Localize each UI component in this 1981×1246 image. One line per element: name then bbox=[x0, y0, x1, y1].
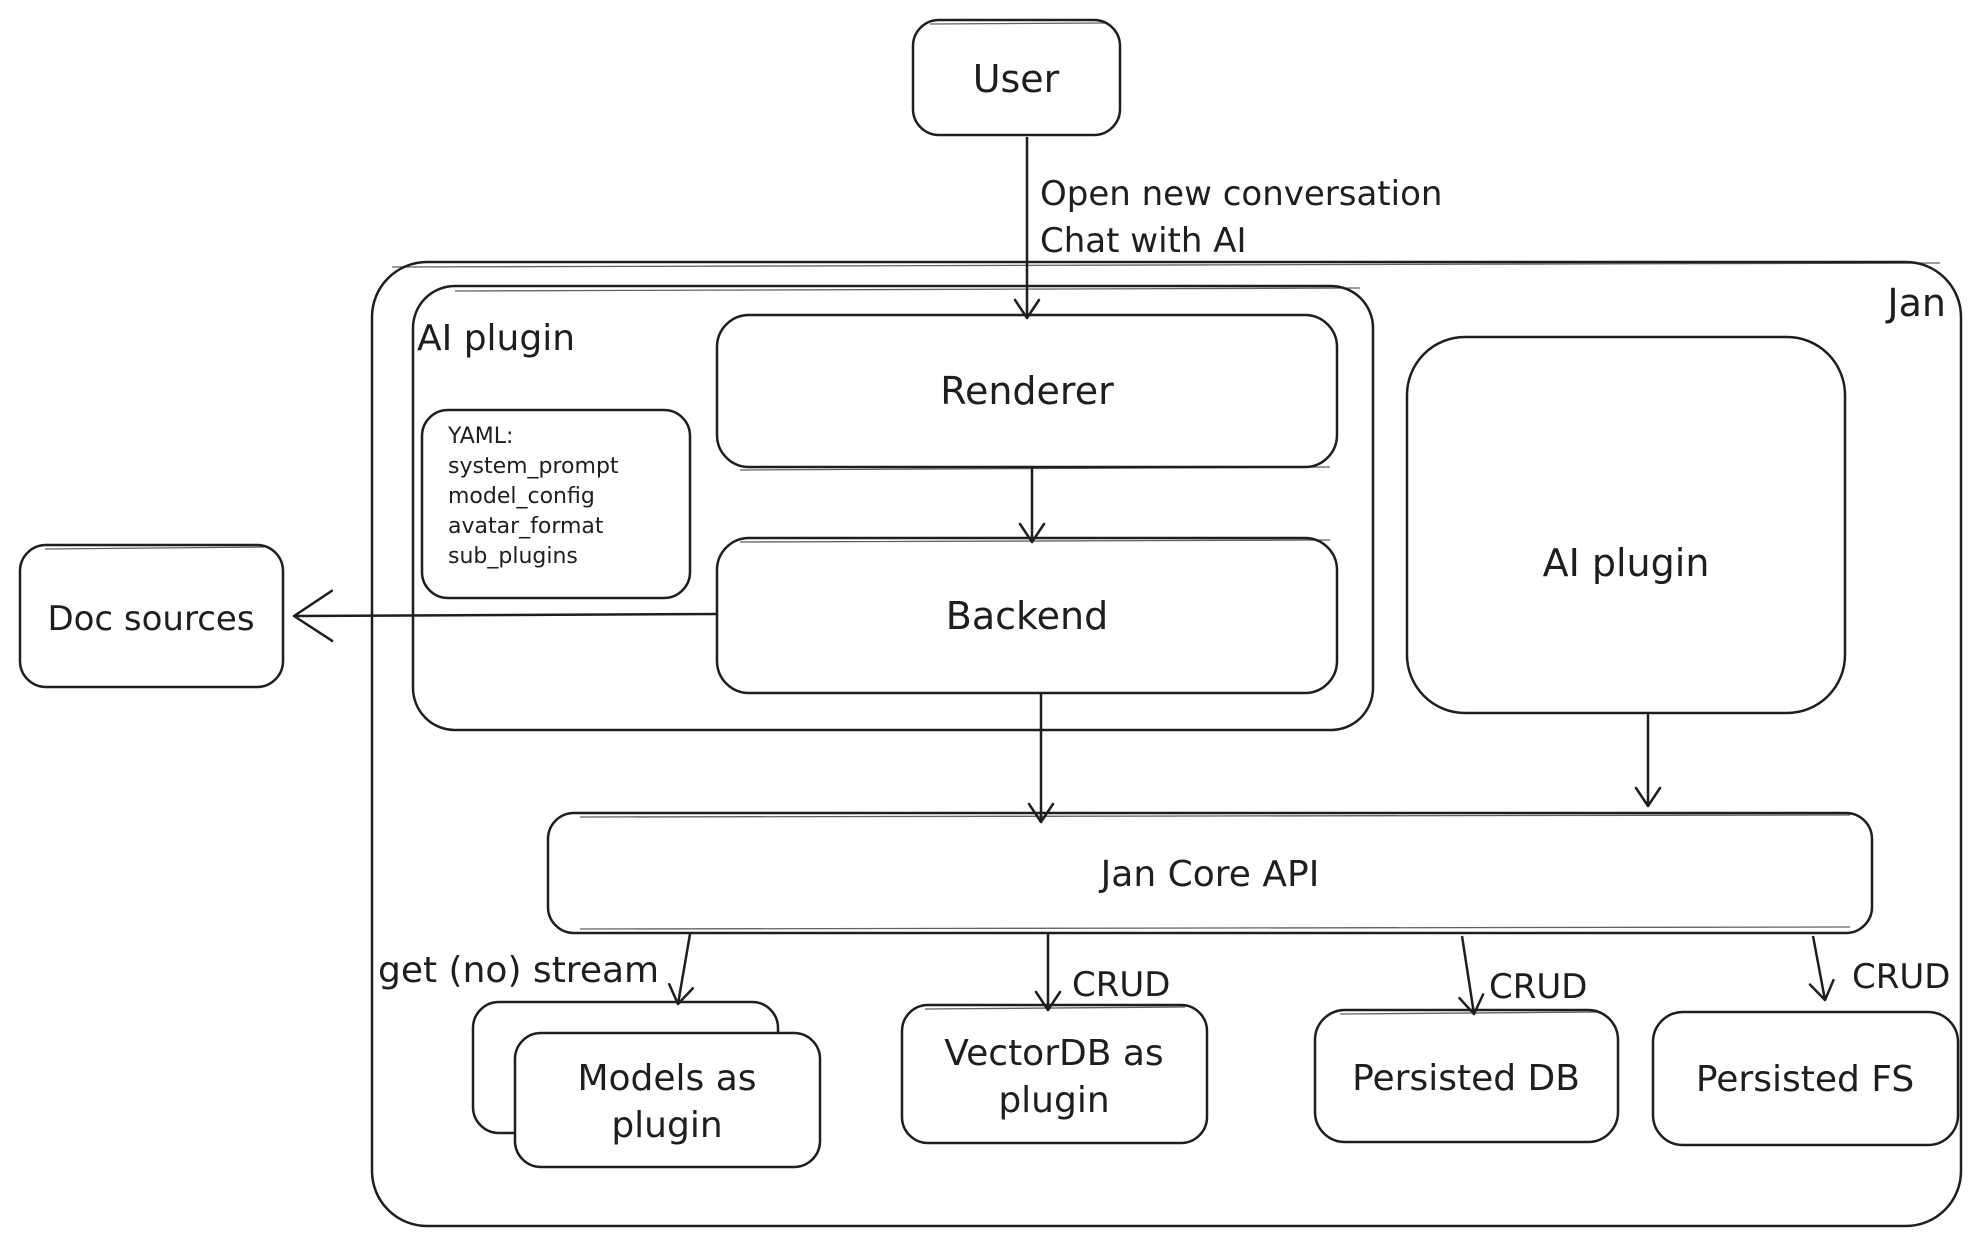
edge-core-models bbox=[667, 933, 695, 1006]
vectordb-plugin-label-line2: plugin bbox=[998, 1080, 1109, 1121]
vectordb-plugin-node bbox=[900, 1003, 1209, 1145]
jan-core-api-node bbox=[546, 811, 1874, 935]
models-plugin-node bbox=[513, 1031, 822, 1169]
sketch-echo bbox=[454, 287, 1361, 292]
vectordb-plugin-label-line1: VectorDB as bbox=[944, 1033, 1163, 1074]
yaml-note bbox=[420, 408, 692, 600]
edge-core-persisted-db bbox=[1458, 935, 1485, 1016]
jan-label: Jan bbox=[1885, 281, 1946, 325]
sketch-echo bbox=[44, 546, 266, 550]
user-label: User bbox=[973, 57, 1060, 101]
jan-core-api-label: Jan Core API bbox=[1099, 854, 1320, 895]
edge-core-persisted-fs-label: CRUD bbox=[1852, 957, 1950, 997]
sketch-echo bbox=[739, 466, 1331, 471]
sketch-echo bbox=[391, 262, 1941, 268]
yaml-note-line: avatar_format bbox=[448, 514, 604, 539]
models-plugin-label-line1: Models as bbox=[577, 1058, 756, 1099]
edge-user-renderer-label-line1: Open new conversation bbox=[1040, 174, 1442, 214]
yaml-note-line: YAML: bbox=[447, 424, 513, 449]
doc-sources-label: Doc sources bbox=[47, 599, 254, 639]
edge-backend-docsources bbox=[292, 589, 718, 643]
sketch-echo bbox=[579, 814, 1851, 818]
doc-sources-node bbox=[18, 543, 285, 689]
yaml-note-line: sub_plugins bbox=[448, 544, 578, 569]
yaml-note-line: model_config bbox=[448, 484, 595, 509]
ai-plugin-node bbox=[1405, 335, 1847, 715]
backend-label: Backend bbox=[946, 594, 1108, 638]
sketch-echo bbox=[579, 926, 1851, 930]
yaml-note-line: system_prompt bbox=[448, 454, 619, 479]
user-node bbox=[911, 18, 1122, 137]
ai-plugin-node-label: AI plugin bbox=[1543, 541, 1710, 585]
persisted-fs-label: Persisted FS bbox=[1696, 1059, 1914, 1100]
persisted-db-label: Persisted DB bbox=[1352, 1058, 1580, 1099]
edge-core-persisted-fs bbox=[1808, 935, 1835, 1002]
renderer-label: Renderer bbox=[940, 369, 1114, 413]
models-plugin-label-line2: plugin bbox=[611, 1105, 722, 1146]
edge-core-models-label: get (no) stream bbox=[378, 950, 659, 991]
edge-user-renderer-label-line2: Chat with AI bbox=[1040, 221, 1247, 261]
edge-core-vectordb-label: CRUD bbox=[1072, 965, 1170, 1005]
sketch-echo bbox=[929, 22, 1106, 25]
edge-core-persisted-db-label: CRUD bbox=[1489, 967, 1587, 1007]
ai-plugin-group-label: AI plugin bbox=[417, 318, 575, 359]
persisted-fs-node bbox=[1651, 1010, 1960, 1147]
